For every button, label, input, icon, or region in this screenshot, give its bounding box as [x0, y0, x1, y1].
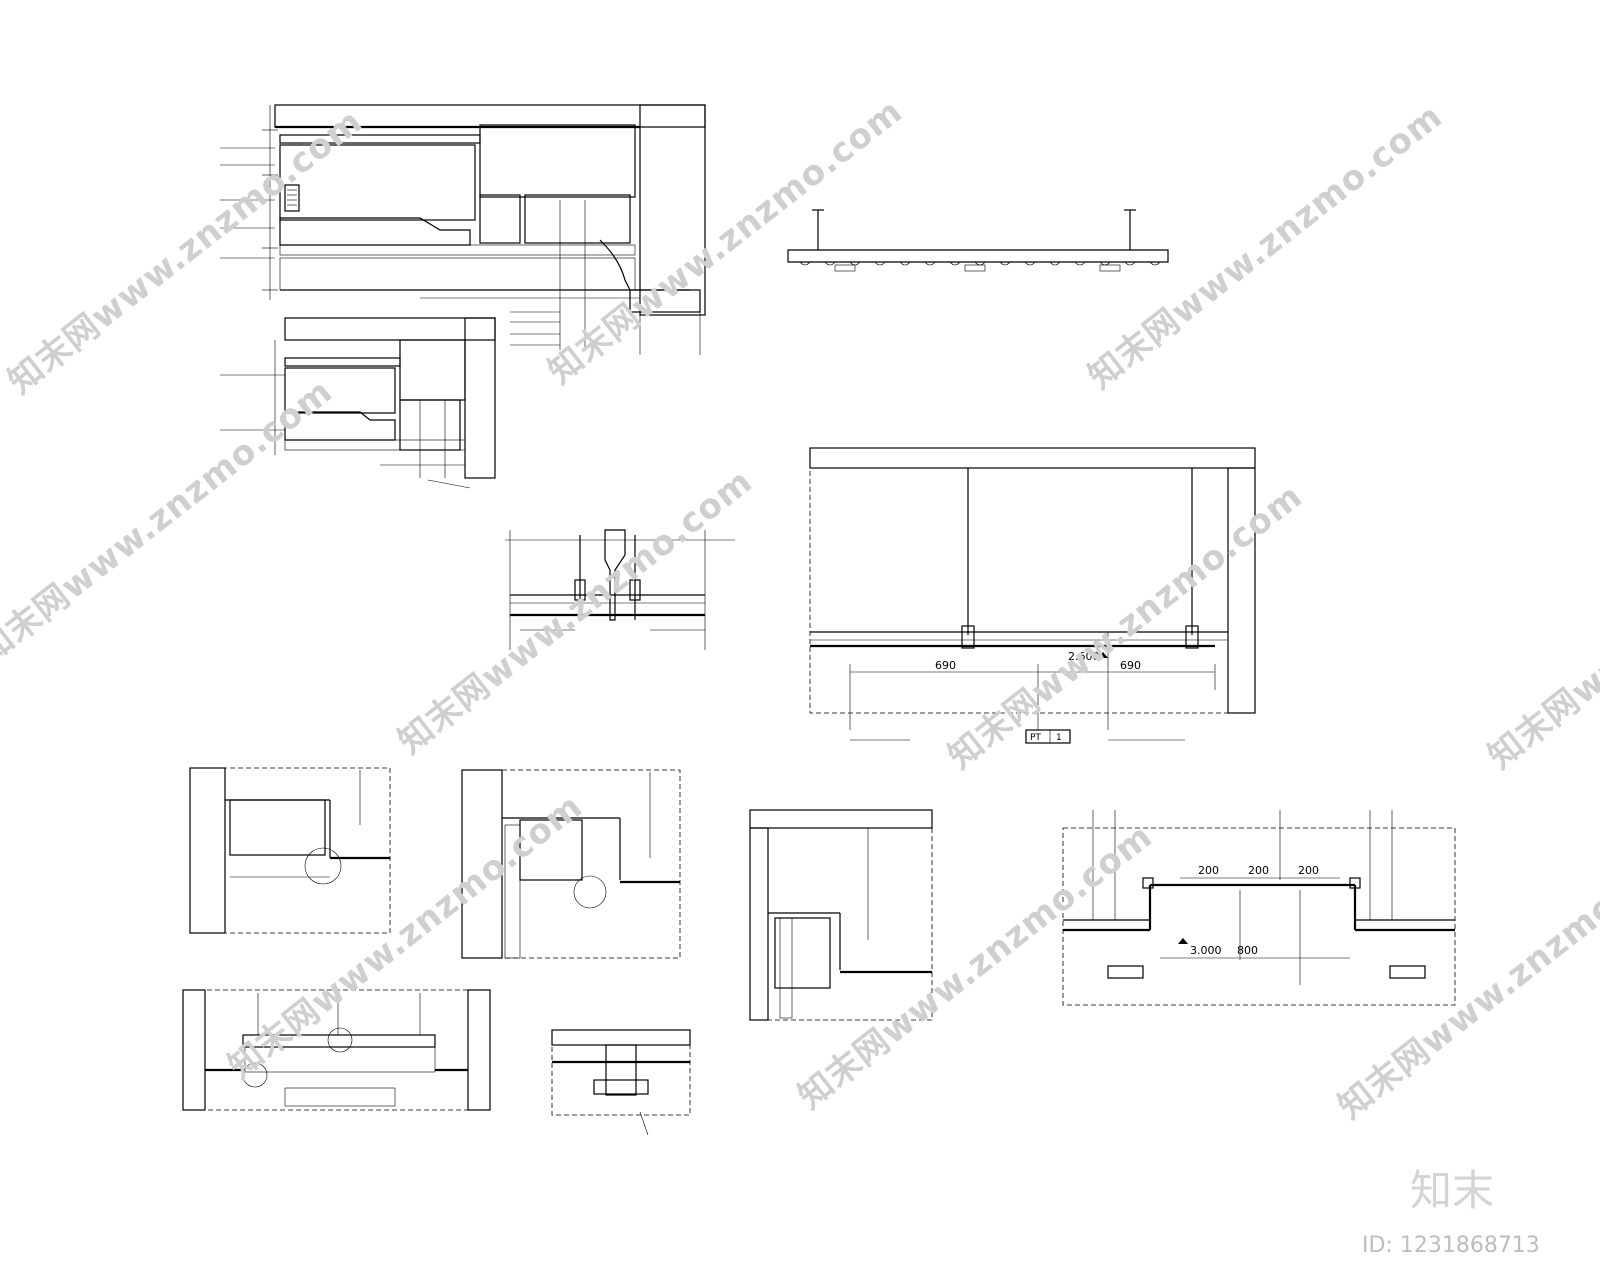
svg-text:知末网www.znzmo.com: 知末网www.znzmo.com: [1, 101, 370, 402]
detail-section-3: [505, 529, 735, 650]
detail-b-frame: [809, 447, 1256, 714]
image-id-label: ID: 1231868713: [1362, 1233, 1540, 1258]
svg-text:知末网www.znzmo.com: 知末网www.znzmo.com: [791, 816, 1160, 1117]
level-marker-icon: [1178, 938, 1188, 944]
detail-c-frame: [1062, 827, 1456, 1006]
detail-section-2: [220, 317, 496, 489]
svg-text:知末网www.znzmo.com: 知末网www.znzmo.com: [221, 786, 590, 1087]
tag-num: 1: [1056, 733, 1062, 743]
brand-logo: 知末: [1410, 1166, 1494, 1215]
dim-690-left: 690: [935, 659, 956, 672]
detail-ceiling-section-b: 690 690 2.600 PT 1: [809, 447, 1256, 744]
svg-text:知末网www.znzmo.com: 知末网www.znzmo.com: [1081, 96, 1450, 397]
detail-section-8: [551, 1029, 691, 1136]
detail-section-4: [189, 767, 391, 934]
svg-text:知末网www.znzmo.com: 知末网www.znzmo.com: [1481, 476, 1600, 777]
watermarks: 知末网www.znzmo.com 知末网www.znzmo.com 知末网www…: [0, 91, 1600, 1127]
tag-code: PT: [1030, 733, 1041, 743]
svg-text:知末网www.znzmo.com: 知末网www.znzmo.com: [541, 91, 910, 392]
svg-text:知末网www.znzmo.com: 知末网www.znzmo.com: [1331, 826, 1600, 1127]
level-3000: 3.000: [1190, 944, 1222, 957]
level-2600: 2.600: [1068, 650, 1100, 663]
detail-ceiling-section-c: 200 200 200 800 3.000: [1062, 810, 1456, 1006]
detail-section-7: [182, 989, 491, 1111]
detail-section-5: [461, 769, 681, 959]
detail-section-6: [749, 809, 933, 1021]
dim-200-3: 200: [1298, 864, 1319, 877]
svg-text:知末网www.znzmo.com: 知末网www.znzmo.com: [0, 371, 340, 672]
detail-section-1: [220, 104, 706, 355]
level-marker-icon: [1098, 652, 1108, 658]
perforated-strip-elevation: [787, 209, 1169, 272]
dim-200-1: 200: [1198, 864, 1219, 877]
dim-800: 800: [1237, 944, 1258, 957]
dim-690-right: 690: [1120, 659, 1141, 672]
dim-200-2: 200: [1248, 864, 1269, 877]
